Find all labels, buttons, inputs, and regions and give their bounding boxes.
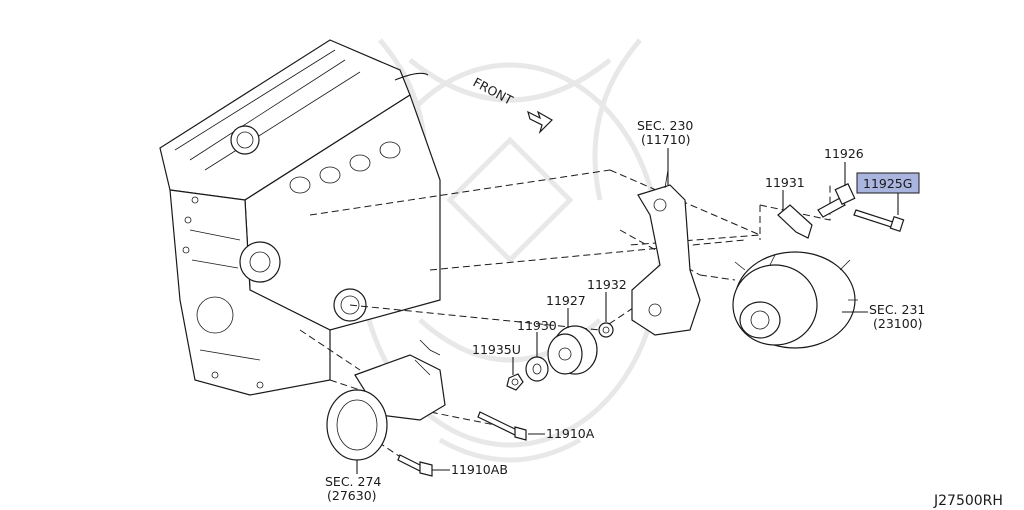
alternator-bracket xyxy=(631,169,701,336)
washer-11932 xyxy=(598,322,614,338)
sec231-code: (23100) xyxy=(873,316,923,331)
bolt-11910a xyxy=(477,411,527,441)
highlight-box xyxy=(856,172,920,194)
part-11930-label[interactable]: 11930 xyxy=(517,318,557,333)
part-11925g-label[interactable]: 11925G xyxy=(863,176,912,191)
washer-11930 xyxy=(525,356,549,382)
bolt-11910ab xyxy=(397,454,433,477)
part-11927-label[interactable]: 11927 xyxy=(546,293,586,308)
part-11935u-label[interactable]: 11935U xyxy=(472,342,521,357)
sec274-ref[interactable]: SEC. 274 xyxy=(325,474,381,489)
part-11931-label[interactable]: 11931 xyxy=(765,175,805,190)
bolt-11926 xyxy=(817,182,856,218)
part-11926-label[interactable]: 11926 xyxy=(824,146,864,161)
sec230-ref[interactable]: SEC. 230 xyxy=(637,118,693,133)
front-label: FRONT xyxy=(471,74,516,107)
engine-block xyxy=(159,39,441,396)
bolt-11925g xyxy=(853,209,905,233)
front-arrow-icon xyxy=(527,110,553,135)
ac-compressor xyxy=(326,339,446,461)
alternator xyxy=(732,251,858,349)
part-labels: SEC. 230 (11710) 11926 11925G 11931 1193… xyxy=(325,118,1003,509)
part-11910ab-label[interactable]: 11910AB xyxy=(451,462,508,477)
front-indicator: FRONT xyxy=(471,74,553,135)
sec230-code: (11710) xyxy=(641,132,691,147)
nut-11935u xyxy=(506,373,524,391)
adjusting-bar xyxy=(777,204,813,239)
idler-pulley xyxy=(547,325,598,375)
part-11932-label[interactable]: 11932 xyxy=(587,277,627,292)
part-11910a-label[interactable]: 11910A xyxy=(546,426,595,441)
sec231-ref[interactable]: SEC. 231 xyxy=(869,302,925,317)
figure-code: J27500RH xyxy=(933,493,1003,509)
sec274-code: (27630) xyxy=(327,488,377,503)
